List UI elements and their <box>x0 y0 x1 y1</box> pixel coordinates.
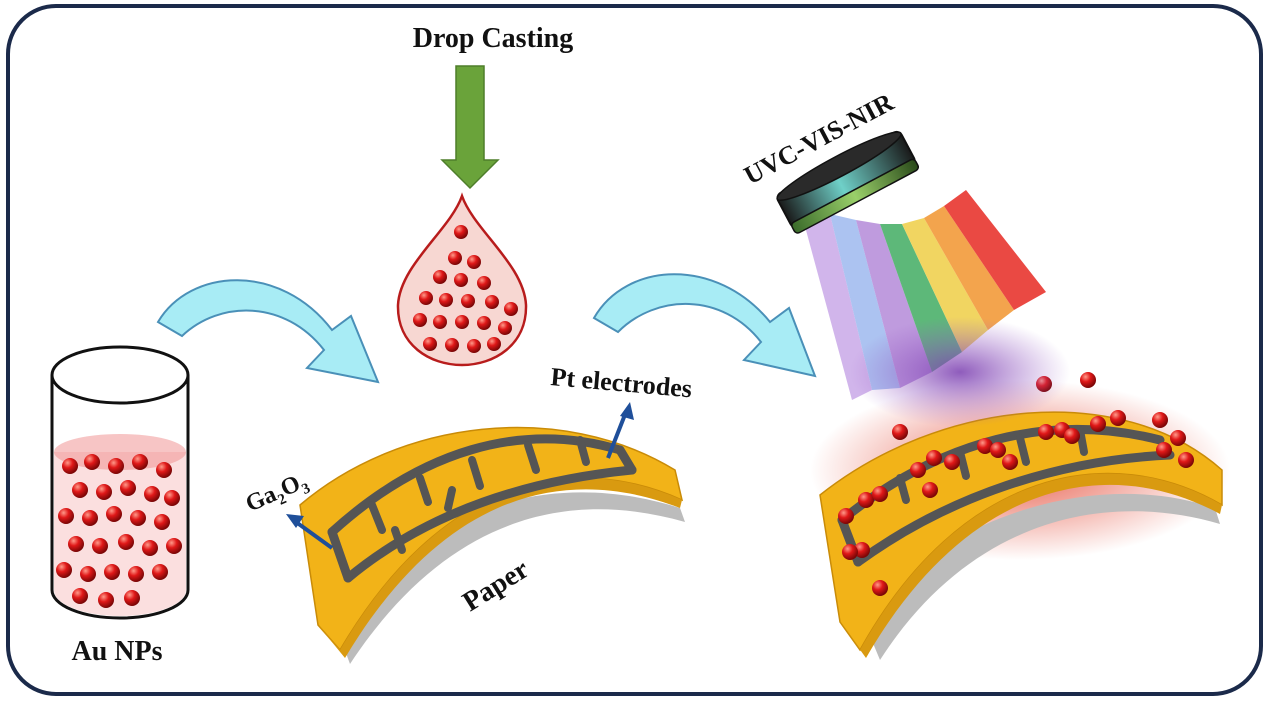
curved-arrow-icon <box>156 279 380 384</box>
electrode-bottom <box>343 465 637 583</box>
light-beam <box>800 190 1070 427</box>
pointer-arrow-icon <box>286 514 334 550</box>
paper-device <box>299 426 685 664</box>
droplet-nanoparticles <box>413 225 518 353</box>
lamp-icon <box>776 130 920 234</box>
down-arrow-icon <box>440 65 500 190</box>
paper-shadow <box>860 493 1220 660</box>
illuminated-device <box>810 372 1230 660</box>
cylinder-vial-icon <box>50 345 190 620</box>
electrode-fingers <box>368 436 590 554</box>
pointer-arrow-icon <box>606 402 634 459</box>
vial-nanoparticles <box>56 454 182 608</box>
drop-casting-label: Drop Casting <box>413 23 574 54</box>
diagram-frame <box>6 4 1263 696</box>
droplet-icon <box>396 192 528 367</box>
au-nps-label: Au NPs <box>71 636 162 667</box>
curved-arrow-icon <box>592 273 817 378</box>
